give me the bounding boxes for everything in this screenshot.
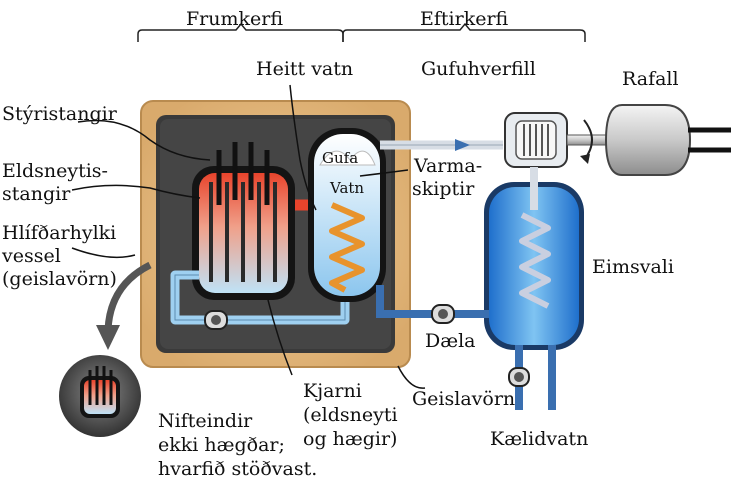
label-vessel-1: Hlífðarhylki: [2, 222, 117, 244]
label-hot-water: Heitt vatn: [256, 58, 354, 80]
bracket-secondary: [342, 22, 586, 42]
label-fuel-rods-1: Eldsneytis-: [2, 160, 108, 182]
label-water: Vatn: [330, 179, 365, 197]
label-generator: Rafall: [622, 68, 679, 90]
header-secondary: Eftirkerfi: [420, 8, 509, 30]
header-primary: Frumkerfi: [186, 8, 284, 30]
label-core-1: Kjarni: [303, 380, 362, 402]
label-fuel-rods-2: stangir: [2, 183, 71, 205]
label-heat-exchanger-1: Varma-: [414, 155, 483, 177]
label-neutrons-3: hvarfið stöðvast.: [158, 458, 318, 480]
label-neutrons-2: ekki hægðar;: [158, 434, 285, 456]
label-control-rods: Stýristangir: [2, 103, 117, 125]
label-neutrons-1: Nifteindir: [158, 410, 253, 432]
generator: [604, 104, 692, 176]
label-vessel-2: vessel: [2, 245, 61, 267]
label-heat-exchanger-2: skiptir: [412, 178, 475, 200]
label-cooling-water: Kælidvatn: [490, 428, 589, 450]
label-shielding: Geislavörn: [412, 388, 516, 410]
label-turbine: Gufuhverfill: [421, 58, 536, 80]
label-steam: Gufa: [322, 149, 359, 167]
label-vessel-3: (geislavörn): [2, 268, 117, 290]
label-core-2: (eldsneyti: [303, 404, 398, 426]
label-core-3: og hægir): [303, 428, 398, 450]
label-pump: Dæla: [425, 330, 476, 352]
label-condenser: Eimsvali: [592, 256, 674, 278]
